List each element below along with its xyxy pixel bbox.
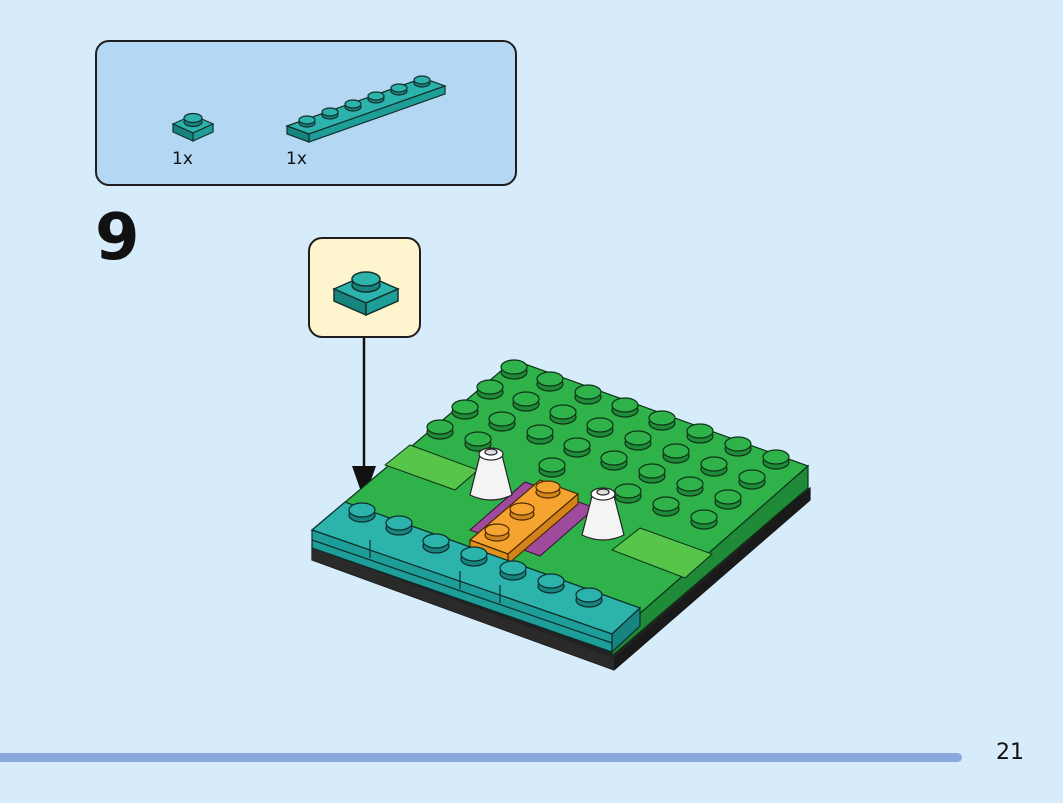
teal-plate-1x6-icon	[285, 75, 447, 143]
green-studs	[426, 359, 790, 530]
parts-list-box: 1x 1x	[95, 40, 517, 186]
progress-bar	[0, 753, 962, 762]
white-cone-left	[469, 447, 513, 501]
placement-arrow	[352, 338, 376, 500]
callout-box	[308, 237, 421, 338]
page-number: 21	[996, 740, 1024, 765]
orange-plate	[468, 479, 580, 566]
teal-plate-1x1-icon	[171, 112, 215, 142]
part-quantity-1: 1x	[172, 149, 193, 169]
step-number: 9	[95, 201, 140, 275]
teal-plate-1x1-callout-icon	[332, 271, 400, 317]
white-cone-right	[581, 487, 625, 541]
teal-studs	[348, 502, 603, 608]
part-quantity-2: 1x	[286, 149, 307, 169]
